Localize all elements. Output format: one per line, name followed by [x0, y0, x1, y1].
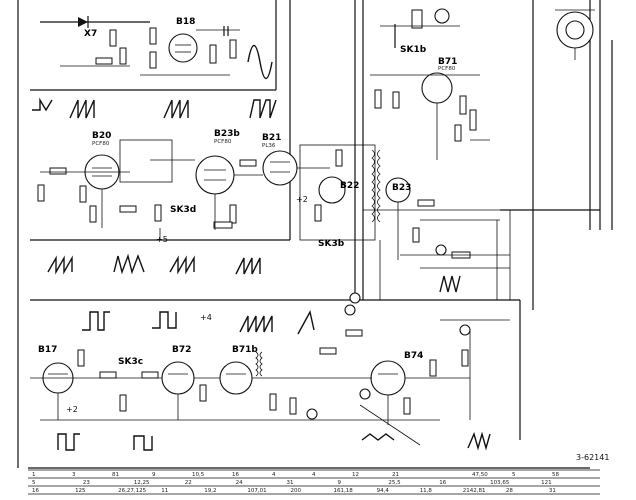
table-cell: 16	[232, 472, 239, 478]
label-sk3c: SK3c	[118, 357, 143, 367]
table-cell: 31	[287, 480, 294, 486]
table-cell: 25,5	[388, 480, 401, 486]
table-cell: 4	[312, 472, 316, 478]
table-cell: 12,25	[134, 480, 150, 486]
table-cell: 24	[236, 480, 243, 486]
table-cell: 3	[72, 472, 76, 478]
reference-table: 1 3 81 9 10,5 16 4 4 12 21 47,50 5 58 5 23 12,25 22 24 31…	[28, 469, 600, 495]
table-cell: 10,5	[192, 472, 205, 478]
label-b71: B71	[438, 57, 457, 67]
label-b23b-type: PCF80	[214, 139, 232, 145]
label-b21-type: PL36	[262, 143, 276, 149]
label-sk3d: SK3d	[170, 205, 196, 215]
label-b20-type: PCF80	[92, 141, 110, 147]
table-row-3: 16 125 26,27,125 11 19,2 107,01 200 161,18 94,4 1…	[32, 488, 556, 494]
table-row-2: 5 23 12,25 22 24 31 9 25,5 16 103,65 121	[32, 480, 552, 486]
table-cell: 21	[392, 472, 399, 478]
label-x7: X7	[84, 29, 97, 39]
table-cell: 5	[32, 480, 36, 486]
table-cell: 4	[272, 472, 276, 478]
middle-section: B20 PCF80 B23b PCF80 B21 PL36 B22 B23	[32, 97, 511, 304]
table-cell: 22	[185, 480, 192, 486]
table-cell: 125	[75, 488, 86, 494]
label-b74: B74	[404, 351, 423, 361]
label-b23: B23	[392, 183, 411, 193]
table-cell: 11	[161, 488, 168, 494]
label-b18: B18	[176, 17, 195, 27]
label-b20: B20	[92, 131, 111, 141]
table-cell: 28	[506, 488, 513, 494]
table-cell: 5	[512, 472, 516, 478]
table-cell: 94,4	[377, 488, 390, 494]
label-b21: B21	[262, 133, 281, 143]
table-cell: 9	[152, 472, 156, 478]
table-cell: 121	[541, 480, 552, 486]
table-cell: 161,18	[334, 488, 354, 494]
table-cell: 23	[83, 480, 90, 486]
table-cell: 12	[352, 472, 359, 478]
label-plus4: +4	[200, 313, 212, 322]
table-cell: 26,27,125	[118, 488, 146, 494]
table-cell: 11,8	[420, 488, 433, 494]
table-cell: 107,01	[247, 488, 266, 494]
table-cell: 81	[112, 472, 119, 478]
label-plus5: +5	[156, 235, 168, 244]
table-cell: 1	[32, 472, 36, 478]
label-plus2-bottom: +2	[66, 405, 78, 414]
table-cell: 16	[439, 480, 446, 486]
table-cell: 16	[32, 488, 39, 494]
table-cell: 58	[552, 472, 559, 478]
table-cell: 2142,81	[463, 488, 486, 494]
label-sk1b: SK1b	[400, 45, 427, 55]
bottom-section: B72 B17 B71b B74 SK3c	[30, 304, 609, 462]
table-row-1: 1 3 81 9 10,5 16 4 4 12 21 47,50 5 58	[32, 472, 559, 478]
table-cell: 31	[549, 488, 556, 494]
table-cell: 47,50	[472, 472, 488, 478]
label-sk3b: SK3b	[318, 239, 345, 249]
label-b17: B17	[38, 345, 57, 355]
frame-lines	[17, 0, 613, 469]
label-plus2: +2	[296, 195, 308, 204]
label-b71b: B71b	[232, 345, 258, 355]
table-cell: 200	[290, 488, 301, 494]
table-cell: 103,65	[490, 480, 510, 486]
label-b72: B72	[172, 345, 191, 355]
label-b23b: B23b	[214, 129, 240, 139]
label-b22: B22	[340, 181, 359, 191]
label-ref: 3-62141	[576, 453, 609, 462]
table-cell: 9	[337, 480, 341, 486]
label-b71-type: PCF80	[438, 66, 456, 72]
top-section: X7 B18 B71 PCF80 SK1b	[40, 8, 595, 160]
table-cell: 19,2	[204, 488, 216, 494]
